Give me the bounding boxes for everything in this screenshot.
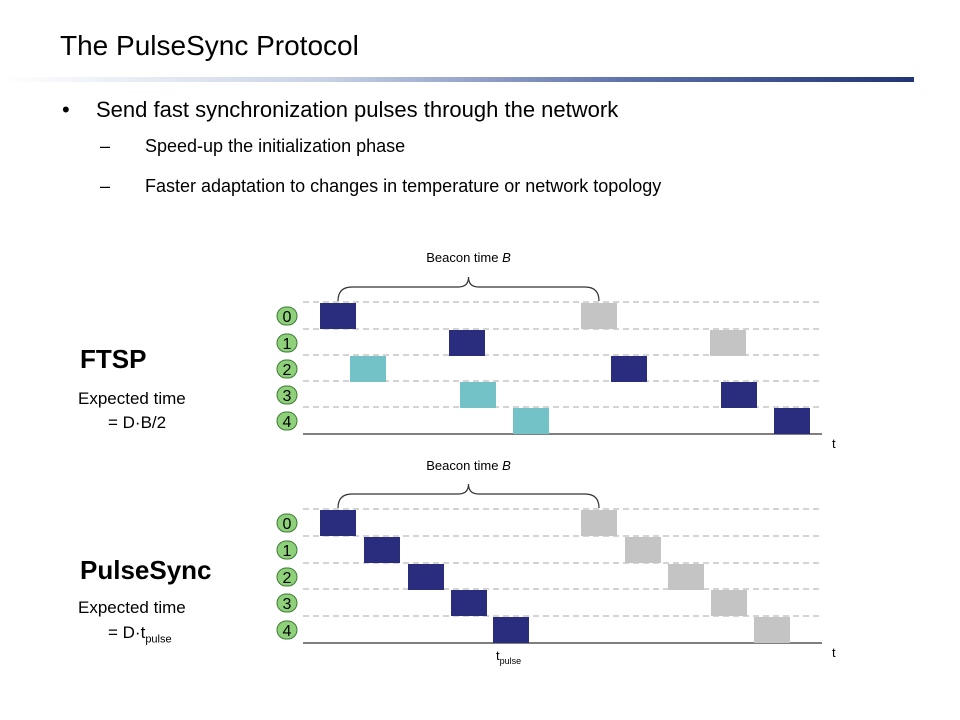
node-label: 1 <box>283 543 292 560</box>
ftsp-expected-label: Expected time <box>78 389 186 408</box>
node-badge <box>276 333 298 353</box>
sub-bullet-2-text: Faster adaptation to changes in temperat… <box>145 176 662 196</box>
pulse-block <box>350 356 386 382</box>
node-badge <box>276 540 298 560</box>
node-label: 2 <box>283 570 292 587</box>
node-badge <box>276 411 298 431</box>
pulse-block <box>451 590 487 616</box>
node-label: 4 <box>283 623 292 640</box>
node-badge <box>276 359 298 379</box>
pulse-block <box>513 408 549 434</box>
node-label: 3 <box>283 596 292 613</box>
node-badge <box>276 567 298 587</box>
sub-bullet-1: – Speed-up the initialization phase <box>100 136 405 157</box>
pulse-block <box>364 537 400 563</box>
node-badge <box>276 306 298 326</box>
pulse-block <box>449 330 485 356</box>
title-underline <box>0 77 914 82</box>
pulse-block <box>711 590 747 616</box>
dash-marker: – <box>100 136 111 156</box>
beacon-brace <box>337 483 600 509</box>
dash-marker: – <box>100 176 111 196</box>
node-label: 3 <box>283 388 292 405</box>
node-label: 1 <box>283 336 292 353</box>
node-badge <box>276 593 298 613</box>
node-label: 2 <box>283 362 292 379</box>
pulse-block <box>611 356 647 382</box>
pulse-block <box>581 510 617 536</box>
beacon-time-label: Beacon time B <box>426 458 511 473</box>
pulse-block <box>625 537 661 563</box>
bullet-dot: • <box>62 97 70 122</box>
pulse-block <box>581 303 617 329</box>
time-axis-label: t <box>832 645 836 660</box>
node-label: 0 <box>283 309 292 326</box>
node-badge <box>276 385 298 405</box>
tpulse-label: tpulse <box>496 648 521 666</box>
pulse-block <box>774 408 810 434</box>
pulsesync-expected-formula: = D·tpulse <box>108 623 172 646</box>
node-badge <box>276 513 298 533</box>
pulse-block <box>710 330 746 356</box>
ftsp-expected-formula: = D·B/2 <box>108 413 167 432</box>
pulsesync-label: PulseSync <box>80 555 212 585</box>
pulsesync-expected-label: Expected time <box>78 598 186 617</box>
pulse-block <box>493 617 529 643</box>
pulse-block <box>460 382 496 408</box>
pulse-block <box>320 510 356 536</box>
node-label: 4 <box>283 414 292 431</box>
pulse-block <box>408 564 444 590</box>
beacon-time-label: Beacon time B <box>426 250 511 265</box>
pulse-block <box>320 303 356 329</box>
pulse-block <box>668 564 704 590</box>
sub-bullet-1-text: Speed-up the initialization phase <box>145 136 406 156</box>
ftsp-label: FTSP <box>80 344 147 374</box>
beacon-brace <box>337 276 600 302</box>
pulse-block <box>721 382 757 408</box>
sub-bullet-2: – Faster adaptation to changes in tempera… <box>100 176 661 197</box>
pulse-block <box>754 617 790 643</box>
node-badge <box>276 620 298 640</box>
main-bullet-text: Send fast synchronization pulses through… <box>96 97 619 122</box>
slide-title: The PulseSync Protocol <box>60 30 359 61</box>
time-axis-label: t <box>832 436 836 451</box>
node-label: 0 <box>283 516 292 533</box>
main-bullet: • Send fast synchronization pulses throug… <box>62 97 618 123</box>
